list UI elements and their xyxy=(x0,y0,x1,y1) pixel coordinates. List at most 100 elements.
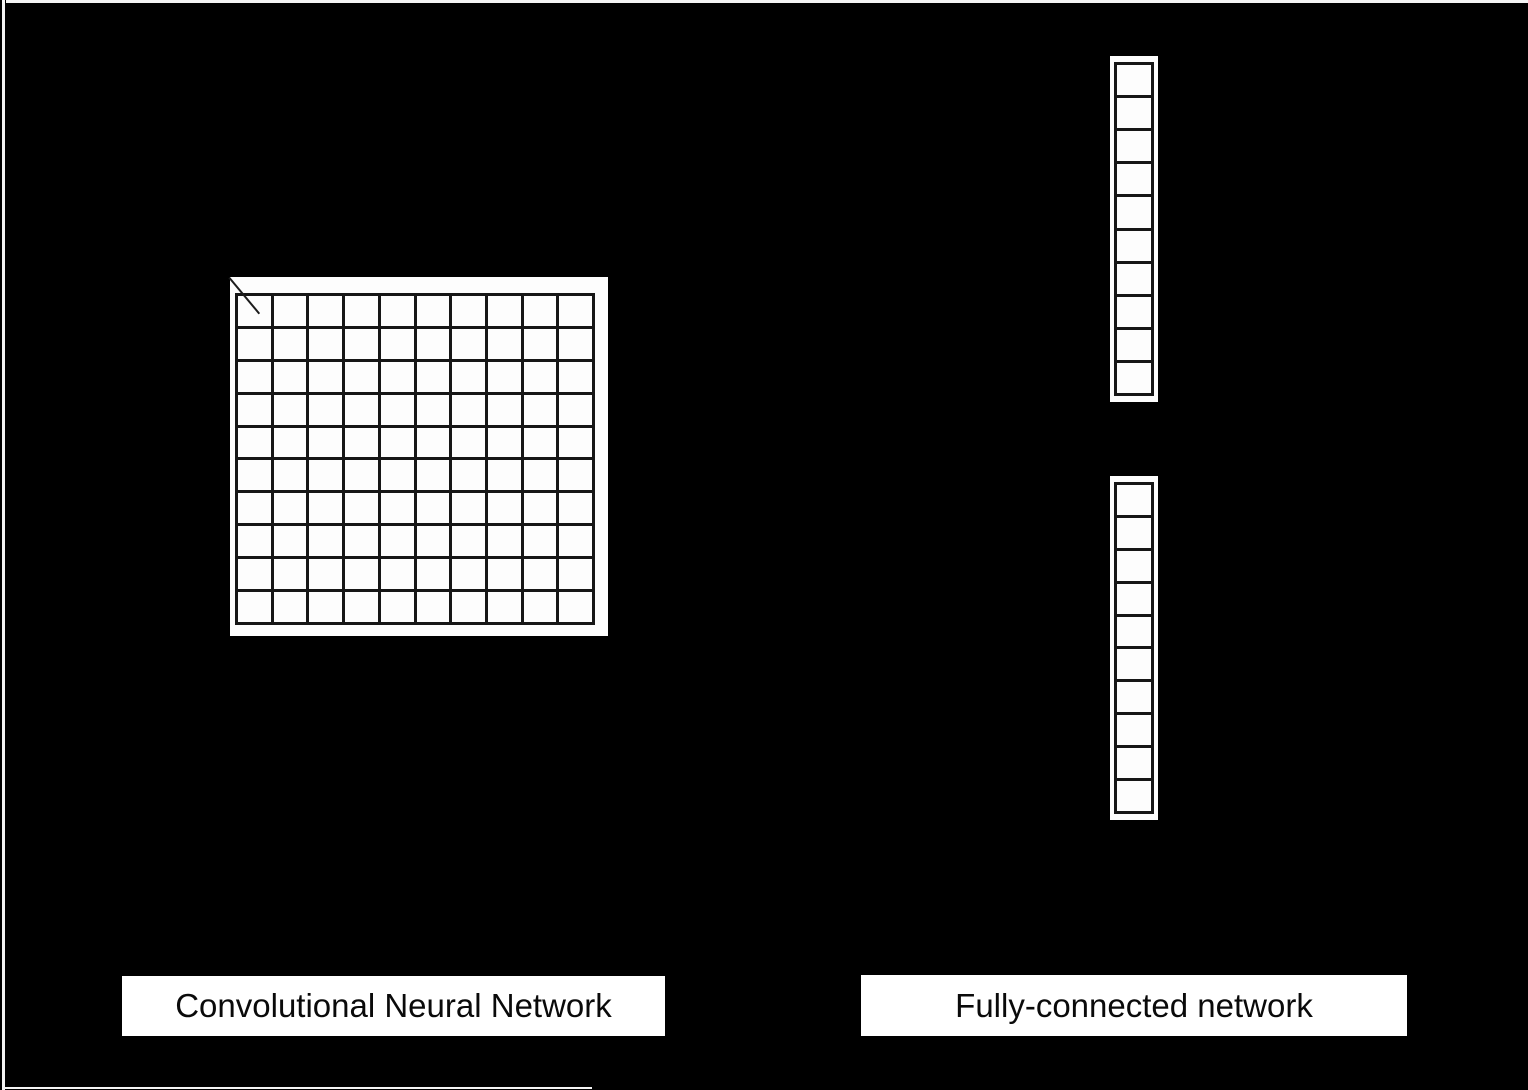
grid-cell xyxy=(345,427,378,458)
grid-cell xyxy=(559,592,592,622)
grid-cell xyxy=(345,460,378,491)
grid-cell xyxy=(309,427,343,458)
grid-cell xyxy=(523,592,557,622)
grid-cell xyxy=(345,361,378,392)
grid-cell xyxy=(309,592,343,622)
grid-cell xyxy=(487,460,521,491)
grid-cell xyxy=(559,427,592,458)
vector-cell xyxy=(1117,230,1151,261)
grid-cell xyxy=(452,427,485,458)
vector-cell xyxy=(1117,616,1151,647)
grid-cell xyxy=(380,296,414,326)
grid-cell xyxy=(238,526,271,557)
vector-cell xyxy=(1117,682,1151,713)
grid-cell xyxy=(559,559,592,590)
vector-cell xyxy=(1117,715,1151,746)
grid-cell xyxy=(238,592,271,622)
grid-cell xyxy=(452,328,485,359)
grid-cell xyxy=(380,559,414,590)
grid-cell xyxy=(273,361,307,392)
grid-cell xyxy=(487,328,521,359)
grid-cell xyxy=(452,394,485,425)
grid-cell xyxy=(523,460,557,491)
grid-cell xyxy=(452,493,485,524)
grid-cell xyxy=(487,493,521,524)
grid-cell xyxy=(345,296,378,326)
grid-cell xyxy=(559,296,592,326)
grid-cell xyxy=(238,394,271,425)
grid-cell xyxy=(559,394,592,425)
vector-cell xyxy=(1117,583,1151,614)
vector-cell xyxy=(1117,65,1151,96)
grid-cell xyxy=(380,427,414,458)
frame-border-top xyxy=(6,0,1528,3)
grid-cell xyxy=(238,361,271,392)
vector-cell xyxy=(1117,550,1151,581)
vector-cell xyxy=(1117,649,1151,680)
grid-cell xyxy=(273,394,307,425)
grid-cell xyxy=(523,361,557,392)
grid-cell xyxy=(487,361,521,392)
grid-cell xyxy=(416,526,450,557)
grid-cell xyxy=(523,394,557,425)
fc-caption-label: Fully-connected network xyxy=(861,975,1407,1036)
grid-cell xyxy=(380,394,414,425)
vector-cell xyxy=(1117,263,1151,294)
fc-neuron-column-1 xyxy=(1114,62,1154,396)
vector-cell xyxy=(1117,517,1151,548)
grid-cell xyxy=(523,526,557,557)
grid-cell xyxy=(380,493,414,524)
grid-cell xyxy=(487,559,521,590)
vector-cell xyxy=(1117,748,1151,779)
vector-cell xyxy=(1117,197,1151,228)
grid-cell xyxy=(345,493,378,524)
grid-cell xyxy=(487,296,521,326)
vector-cell xyxy=(1117,131,1151,162)
grid-cell xyxy=(559,460,592,491)
grid-cell xyxy=(273,460,307,491)
grid-cell xyxy=(487,394,521,425)
grid-cell xyxy=(238,460,271,491)
vector-cell xyxy=(1117,781,1151,811)
fc-vector-panel-1 xyxy=(1110,56,1158,402)
grid-cell xyxy=(309,493,343,524)
grid-cell xyxy=(380,592,414,622)
grid-cell xyxy=(238,493,271,524)
grid-cell xyxy=(273,328,307,359)
grid-cell xyxy=(309,526,343,557)
grid-cell xyxy=(559,328,592,359)
grid-cell xyxy=(523,296,557,326)
grid-cell xyxy=(452,460,485,491)
grid-cell xyxy=(416,493,450,524)
grid-cell xyxy=(452,296,485,326)
frame-border-left xyxy=(2,0,5,1090)
vector-cell xyxy=(1117,362,1151,393)
grid-cell xyxy=(345,526,378,557)
grid-cell xyxy=(345,559,378,590)
grid-cell xyxy=(523,559,557,590)
grid-cell xyxy=(523,493,557,524)
grid-cell xyxy=(452,361,485,392)
fc-neuron-column-2 xyxy=(1114,482,1154,814)
grid-cell xyxy=(273,493,307,524)
cnn-caption-label: Convolutional Neural Network xyxy=(122,976,665,1036)
grid-cell xyxy=(238,427,271,458)
vector-cell xyxy=(1117,164,1151,195)
grid-cell xyxy=(416,559,450,590)
grid-cell xyxy=(523,328,557,359)
grid-cell xyxy=(416,328,450,359)
grid-cell xyxy=(309,361,343,392)
grid-cell xyxy=(309,559,343,590)
grid-cell xyxy=(487,526,521,557)
grid-cell xyxy=(487,592,521,622)
grid-cell xyxy=(238,328,271,359)
fc-vector-panel-2 xyxy=(1110,476,1158,820)
grid-cell xyxy=(416,361,450,392)
cnn-feature-grid xyxy=(235,293,595,625)
grid-cell xyxy=(309,328,343,359)
vector-cell xyxy=(1117,296,1151,327)
grid-cell xyxy=(345,328,378,359)
grid-cell xyxy=(380,328,414,359)
grid-cell xyxy=(523,427,557,458)
grid-cell xyxy=(273,592,307,622)
